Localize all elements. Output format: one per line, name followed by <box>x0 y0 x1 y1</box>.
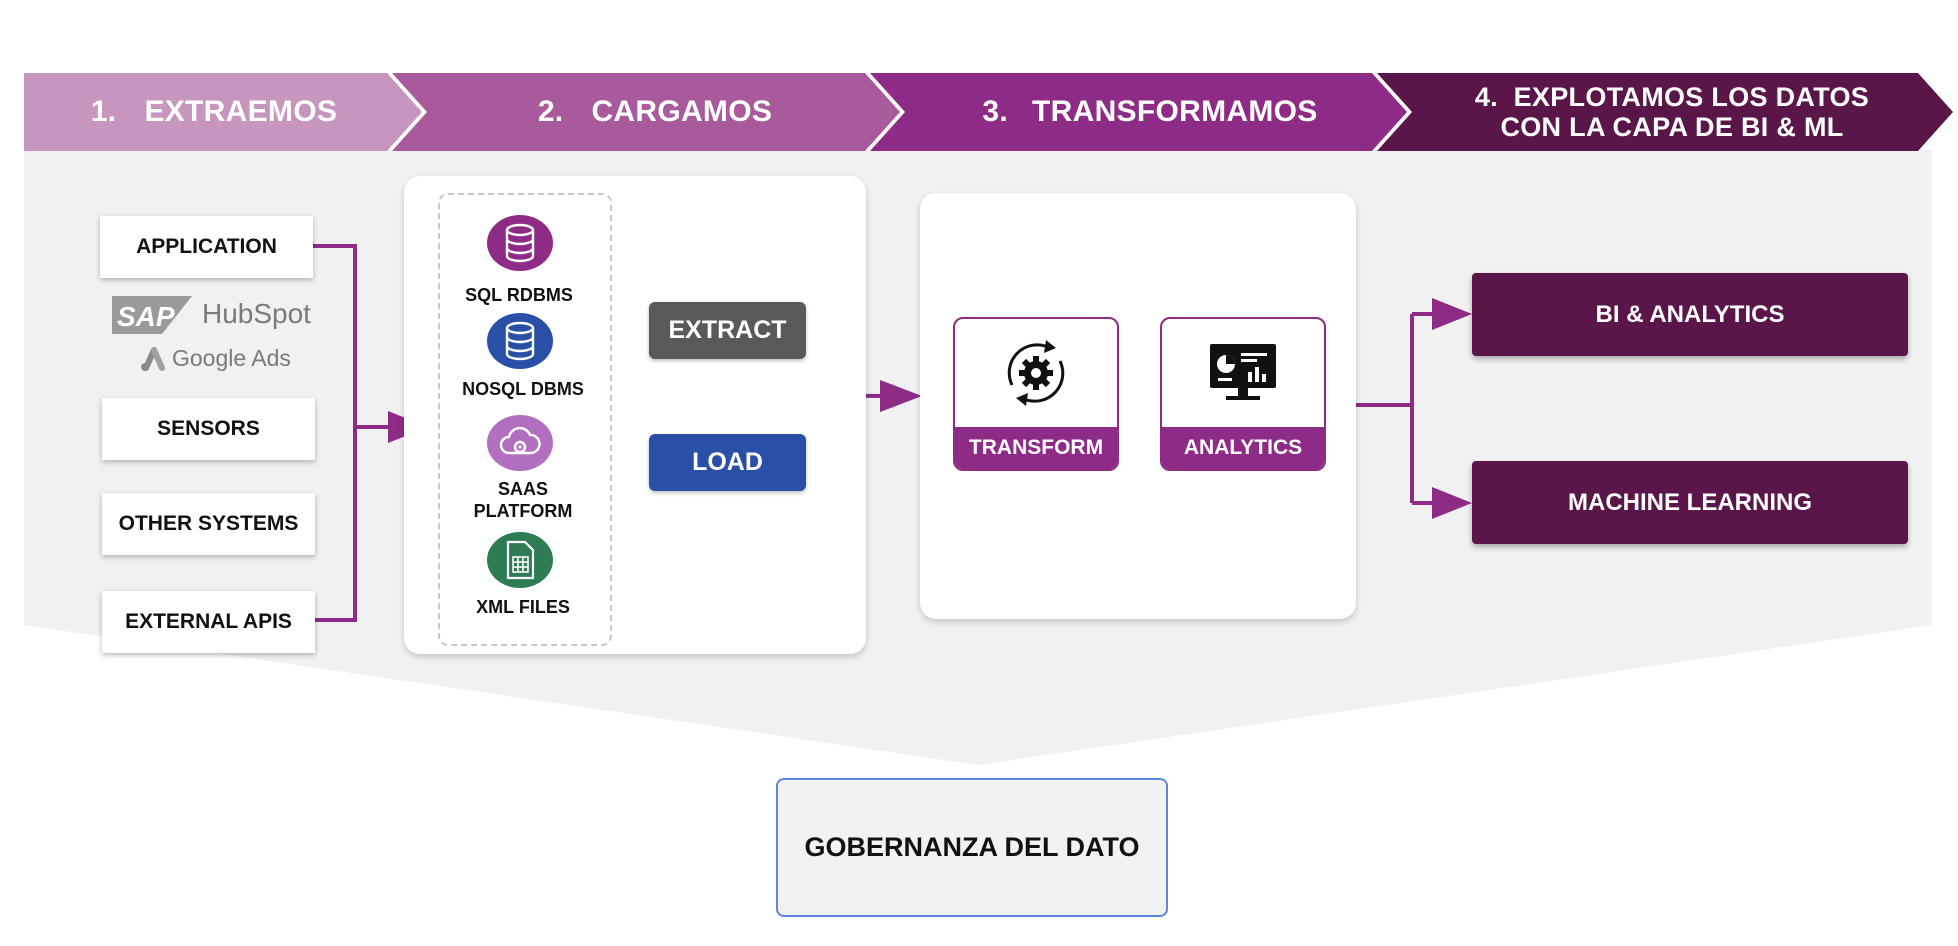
source-application-label: APPLICATION <box>136 235 277 258</box>
storage-group <box>438 193 612 646</box>
storage-card <box>404 176 866 654</box>
source-other-systems: OTHER SYSTEMS <box>102 493 315 555</box>
step1-number: 1. <box>90 95 117 129</box>
sap-logo-text: SAP <box>117 301 175 332</box>
transform-box: TRANSFORM <box>953 317 1119 471</box>
arrow-to-transform <box>880 380 922 412</box>
step4-number: 4. <box>1474 81 1498 112</box>
load-label: LOAD <box>692 448 763 476</box>
cloud-gear-icon <box>487 415 553 471</box>
step3-label: TRANSFORMAMOS <box>1032 95 1318 129</box>
step1-banner: 1. EXTRAEMOS <box>24 73 404 151</box>
step-banners <box>24 73 1953 151</box>
google-ads-logo-text: Google Ads <box>172 344 291 371</box>
output-ml-label: MACHINE LEARNING <box>1568 488 1812 516</box>
analytics-label: ANALYTICS <box>1162 427 1324 469</box>
google-ads-icon <box>141 347 165 371</box>
step3-chevron <box>870 73 1407 151</box>
step3-number: 3. <box>982 95 1009 129</box>
output-machine-learning: MACHINE LEARNING <box>1472 461 1908 544</box>
sap-logo: SAP <box>112 296 192 334</box>
arrow-to-bi <box>1432 298 1472 330</box>
source-other-systems-label: OTHER SYSTEMS <box>118 512 299 535</box>
monitor-chart-icon <box>1162 319 1324 427</box>
step4-line1: EXPLOTAMOS LOS DATOS <box>1513 81 1870 112</box>
step3-banner: 3. TRANSFORMAMOS <box>905 73 1395 151</box>
storage-saas-label: SAAS PLATFORM <box>438 479 608 522</box>
extract-label: EXTRACT <box>668 316 787 344</box>
extract-button: EXTRACT <box>649 302 806 359</box>
source-sensors-label: SENSORS <box>157 417 260 440</box>
hubspot-logo: HubSpot <box>202 298 312 332</box>
step2-banner: 2. CARGAMOS <box>425 73 885 151</box>
analytics-box: ANALYTICS <box>1160 317 1326 471</box>
source-sensors: SENSORS <box>102 398 315 460</box>
database-icon <box>487 215 553 271</box>
step4-line2: CON LA CAPA DE BI & ML <box>1500 112 1844 142</box>
google-ads-logo: Google Ads <box>138 342 318 374</box>
storage-xml-label: XML FILES <box>476 597 570 617</box>
step4-banner: 4. EXPLOTAMOS LOS DATOS CON LA CAPA DE B… <box>1412 73 1932 151</box>
governance-label: GOBERNANZA DEL DATO <box>804 832 1140 862</box>
step1-chevron <box>24 73 422 151</box>
spreadsheet-file-icon <box>487 532 553 588</box>
load-button: LOAD <box>649 434 806 491</box>
output-bi-analytics: BI & ANALYTICS <box>1472 273 1908 356</box>
step4-chevron <box>1377 73 1953 151</box>
source-bracket-line <box>313 244 357 622</box>
arrow-to-ml <box>1432 487 1472 519</box>
storage-nosql-label: NOSQL DBMS <box>462 379 584 399</box>
step1-label: EXTRAEMOS <box>144 95 338 129</box>
output-bi-label: BI & ANALYTICS <box>1595 300 1785 328</box>
database-icon <box>487 313 553 369</box>
source-external-apis-label: EXTERNAL APIS <box>125 610 292 633</box>
gear-refresh-icon <box>955 319 1117 427</box>
step2-chevron <box>392 73 900 151</box>
storage-saas-line1: SAAS <box>497 479 548 499</box>
step2-label: CARGAMOS <box>591 95 773 129</box>
source-external-apis: EXTERNAL APIS <box>102 591 315 653</box>
hubspot-logo-text: HubSpot <box>202 298 311 329</box>
storage-sql-label: SQL RDBMS <box>465 285 573 305</box>
step2-number: 2. <box>537 95 564 129</box>
source-application: APPLICATION <box>100 216 313 278</box>
transform-label: TRANSFORM <box>955 427 1117 469</box>
storage-saas-line2: PLATFORM <box>473 500 573 521</box>
governance-box: GOBERNANZA DEL DATO <box>776 778 1168 917</box>
